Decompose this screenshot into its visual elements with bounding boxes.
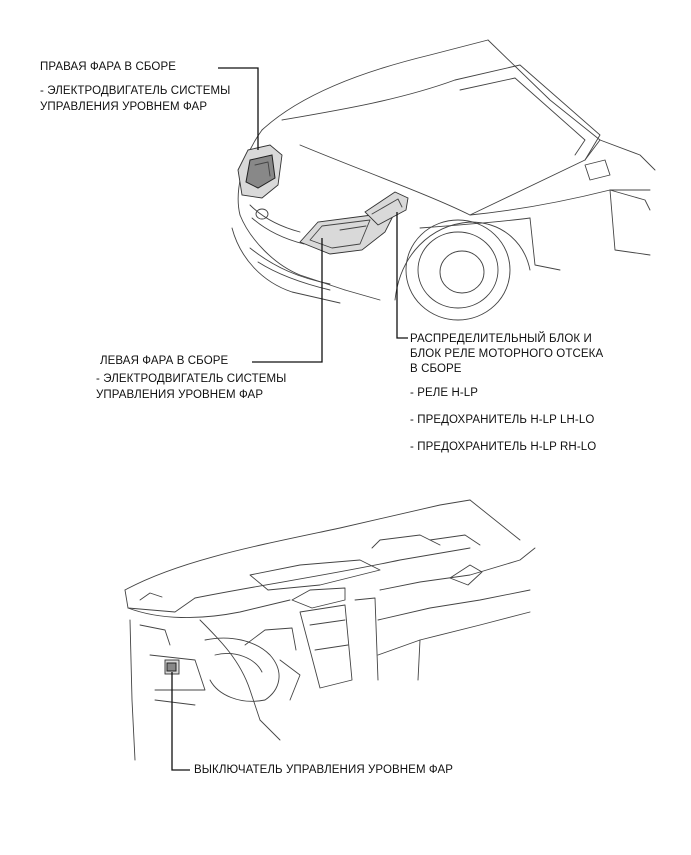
leveling-switch-leader bbox=[171, 672, 190, 771]
dashboard-illustration bbox=[124, 499, 536, 761]
right-headlamp-leader bbox=[218, 67, 259, 150]
leveling-switch-title: ВЫКЛЮЧАТЕЛЬ УПРАВЛЕНИЯ УРОВНЕМ ФАР bbox=[194, 764, 454, 776]
relay-block-title-line-1: РАСПРЕДЕЛИТЕЛЬНЫЙ БЛОК И bbox=[410, 333, 592, 345]
relay-block-title-line-3: В СБОРЕ bbox=[410, 363, 462, 375]
relay-block-item-1: - РЕЛЕ H-LP bbox=[410, 387, 479, 399]
right-headlamp-assembly bbox=[237, 144, 283, 199]
left-headlamp-item-1: - ЭЛЕКТРОДВИГАТЕЛЬ СИСТЕМЫ bbox=[96, 373, 287, 385]
relay-block-leader bbox=[396, 212, 408, 339]
left-headlamp-assembly bbox=[299, 211, 396, 255]
leader-lines bbox=[171, 67, 408, 771]
relay-block-item-2: - ПРЕДОХРАНИТЕЛЬ H-LP LH-LO bbox=[410, 414, 595, 426]
engine-room-relay-block bbox=[364, 191, 409, 226]
left-headlamp-leader bbox=[252, 238, 323, 363]
right-headlamp-item-2: УПРАВЛЕНИЯ УРОВНЕМ ФАР bbox=[40, 101, 208, 113]
left-headlamp-item-2: УПРАВЛЕНИЯ УРОВНЕМ ФАР bbox=[96, 389, 264, 401]
right-headlamp-title: ПРАВАЯ ФАРА В СБОРЕ bbox=[40, 61, 176, 73]
car-front-illustration bbox=[231, 39, 656, 321]
relay-block-item-3: - ПРЕДОХРАНИТЕЛЬ H-LP RH-LO bbox=[410, 441, 597, 453]
right-headlamp-item-1: - ЭЛЕКТРОДВИГАТЕЛЬ СИСТЕМЫ bbox=[40, 85, 231, 97]
left-headlamp-title: ЛЕВАЯ ФАРА В СБОРЕ bbox=[100, 355, 229, 367]
relay-block-title-line-2: БЛОК РЕЛЕ МОТОРНОГО ОТСЕКА bbox=[410, 348, 604, 360]
